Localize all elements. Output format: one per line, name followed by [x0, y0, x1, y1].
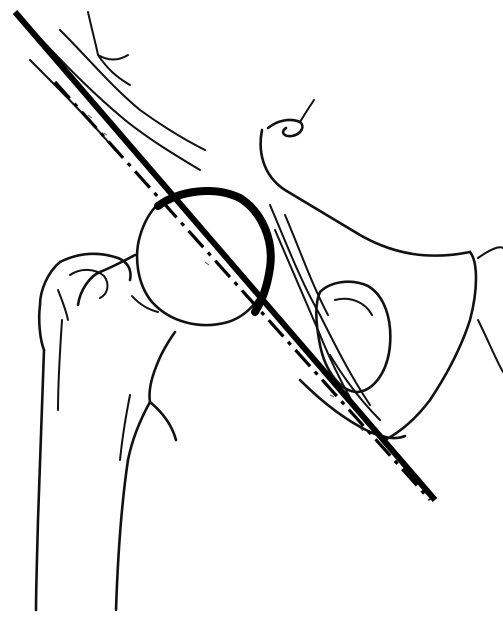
femur-outline	[36, 191, 271, 610]
